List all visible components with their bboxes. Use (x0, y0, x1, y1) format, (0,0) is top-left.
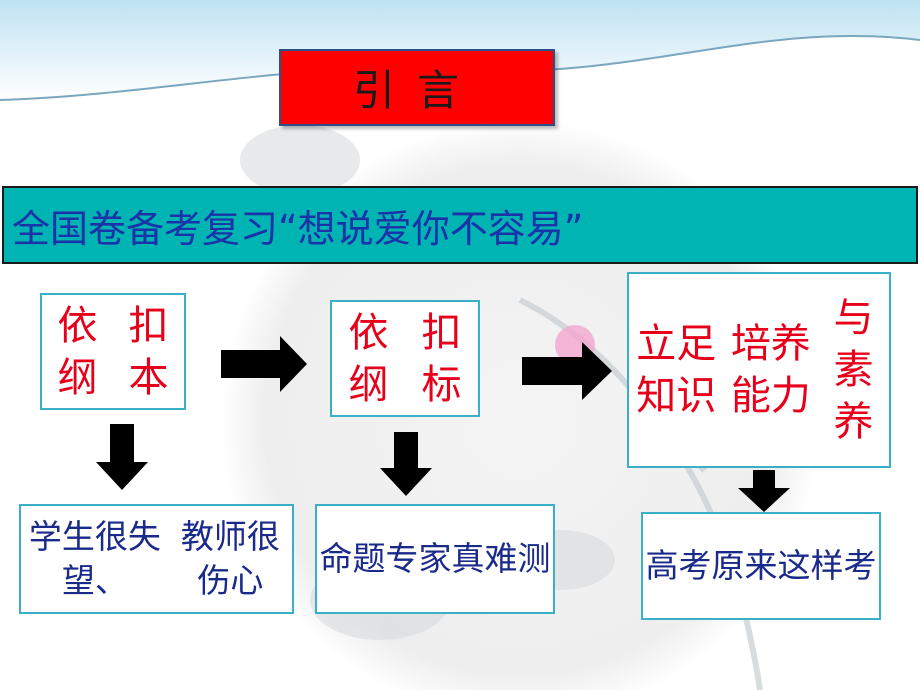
flow-box-1-line-1: 依纲 (57, 302, 98, 401)
flow-box-2-line-1: 依纲 (348, 309, 389, 408)
flow-box-3-line-1: 立足知识 (636, 321, 717, 419)
flow-box-1-line-2: 扣本 (128, 302, 169, 401)
outcome-box-1: 学生很失望、 教师很伤心 (19, 504, 294, 614)
outcome-box-3: 高考原来这 样考 (641, 512, 881, 620)
down-arrow-1 (96, 424, 148, 490)
outcome-box-2-line-2: 难测 (484, 539, 551, 578)
flow-box-1: 依纲 扣本 (40, 293, 186, 410)
slide-title: 引言 (279, 49, 555, 126)
outcome-box-3-line-2: 样考 (810, 546, 877, 585)
topic-banner: 全国卷备考复习“想说爱你不容易” (2, 186, 918, 264)
down-arrow-3 (738, 470, 790, 512)
outcome-box-1-line-1: 学生很失望、 (28, 517, 161, 600)
outcome-box-2-line-1: 命题专家真 (319, 539, 485, 578)
outcome-box-2: 命题专家真 难测 (315, 504, 555, 614)
right-arrow-2 (522, 342, 612, 400)
flow-box-2: 依纲 扣标 (330, 300, 480, 417)
down-arrow-2 (380, 432, 432, 496)
flow-box-3-line-3: 与素养 (833, 295, 874, 445)
flow-box-2-line-2: 扣标 (421, 309, 462, 408)
outcome-box-3-line-1: 高考原来这 (645, 546, 811, 585)
flow-box-3: 立足知识 培养能力 与素养 (627, 272, 891, 468)
flow-box-3-line-2: 培养能力 (730, 321, 811, 419)
right-arrow-1 (221, 336, 307, 392)
outcome-box-1-line-2: 教师很伤心 (180, 517, 280, 600)
